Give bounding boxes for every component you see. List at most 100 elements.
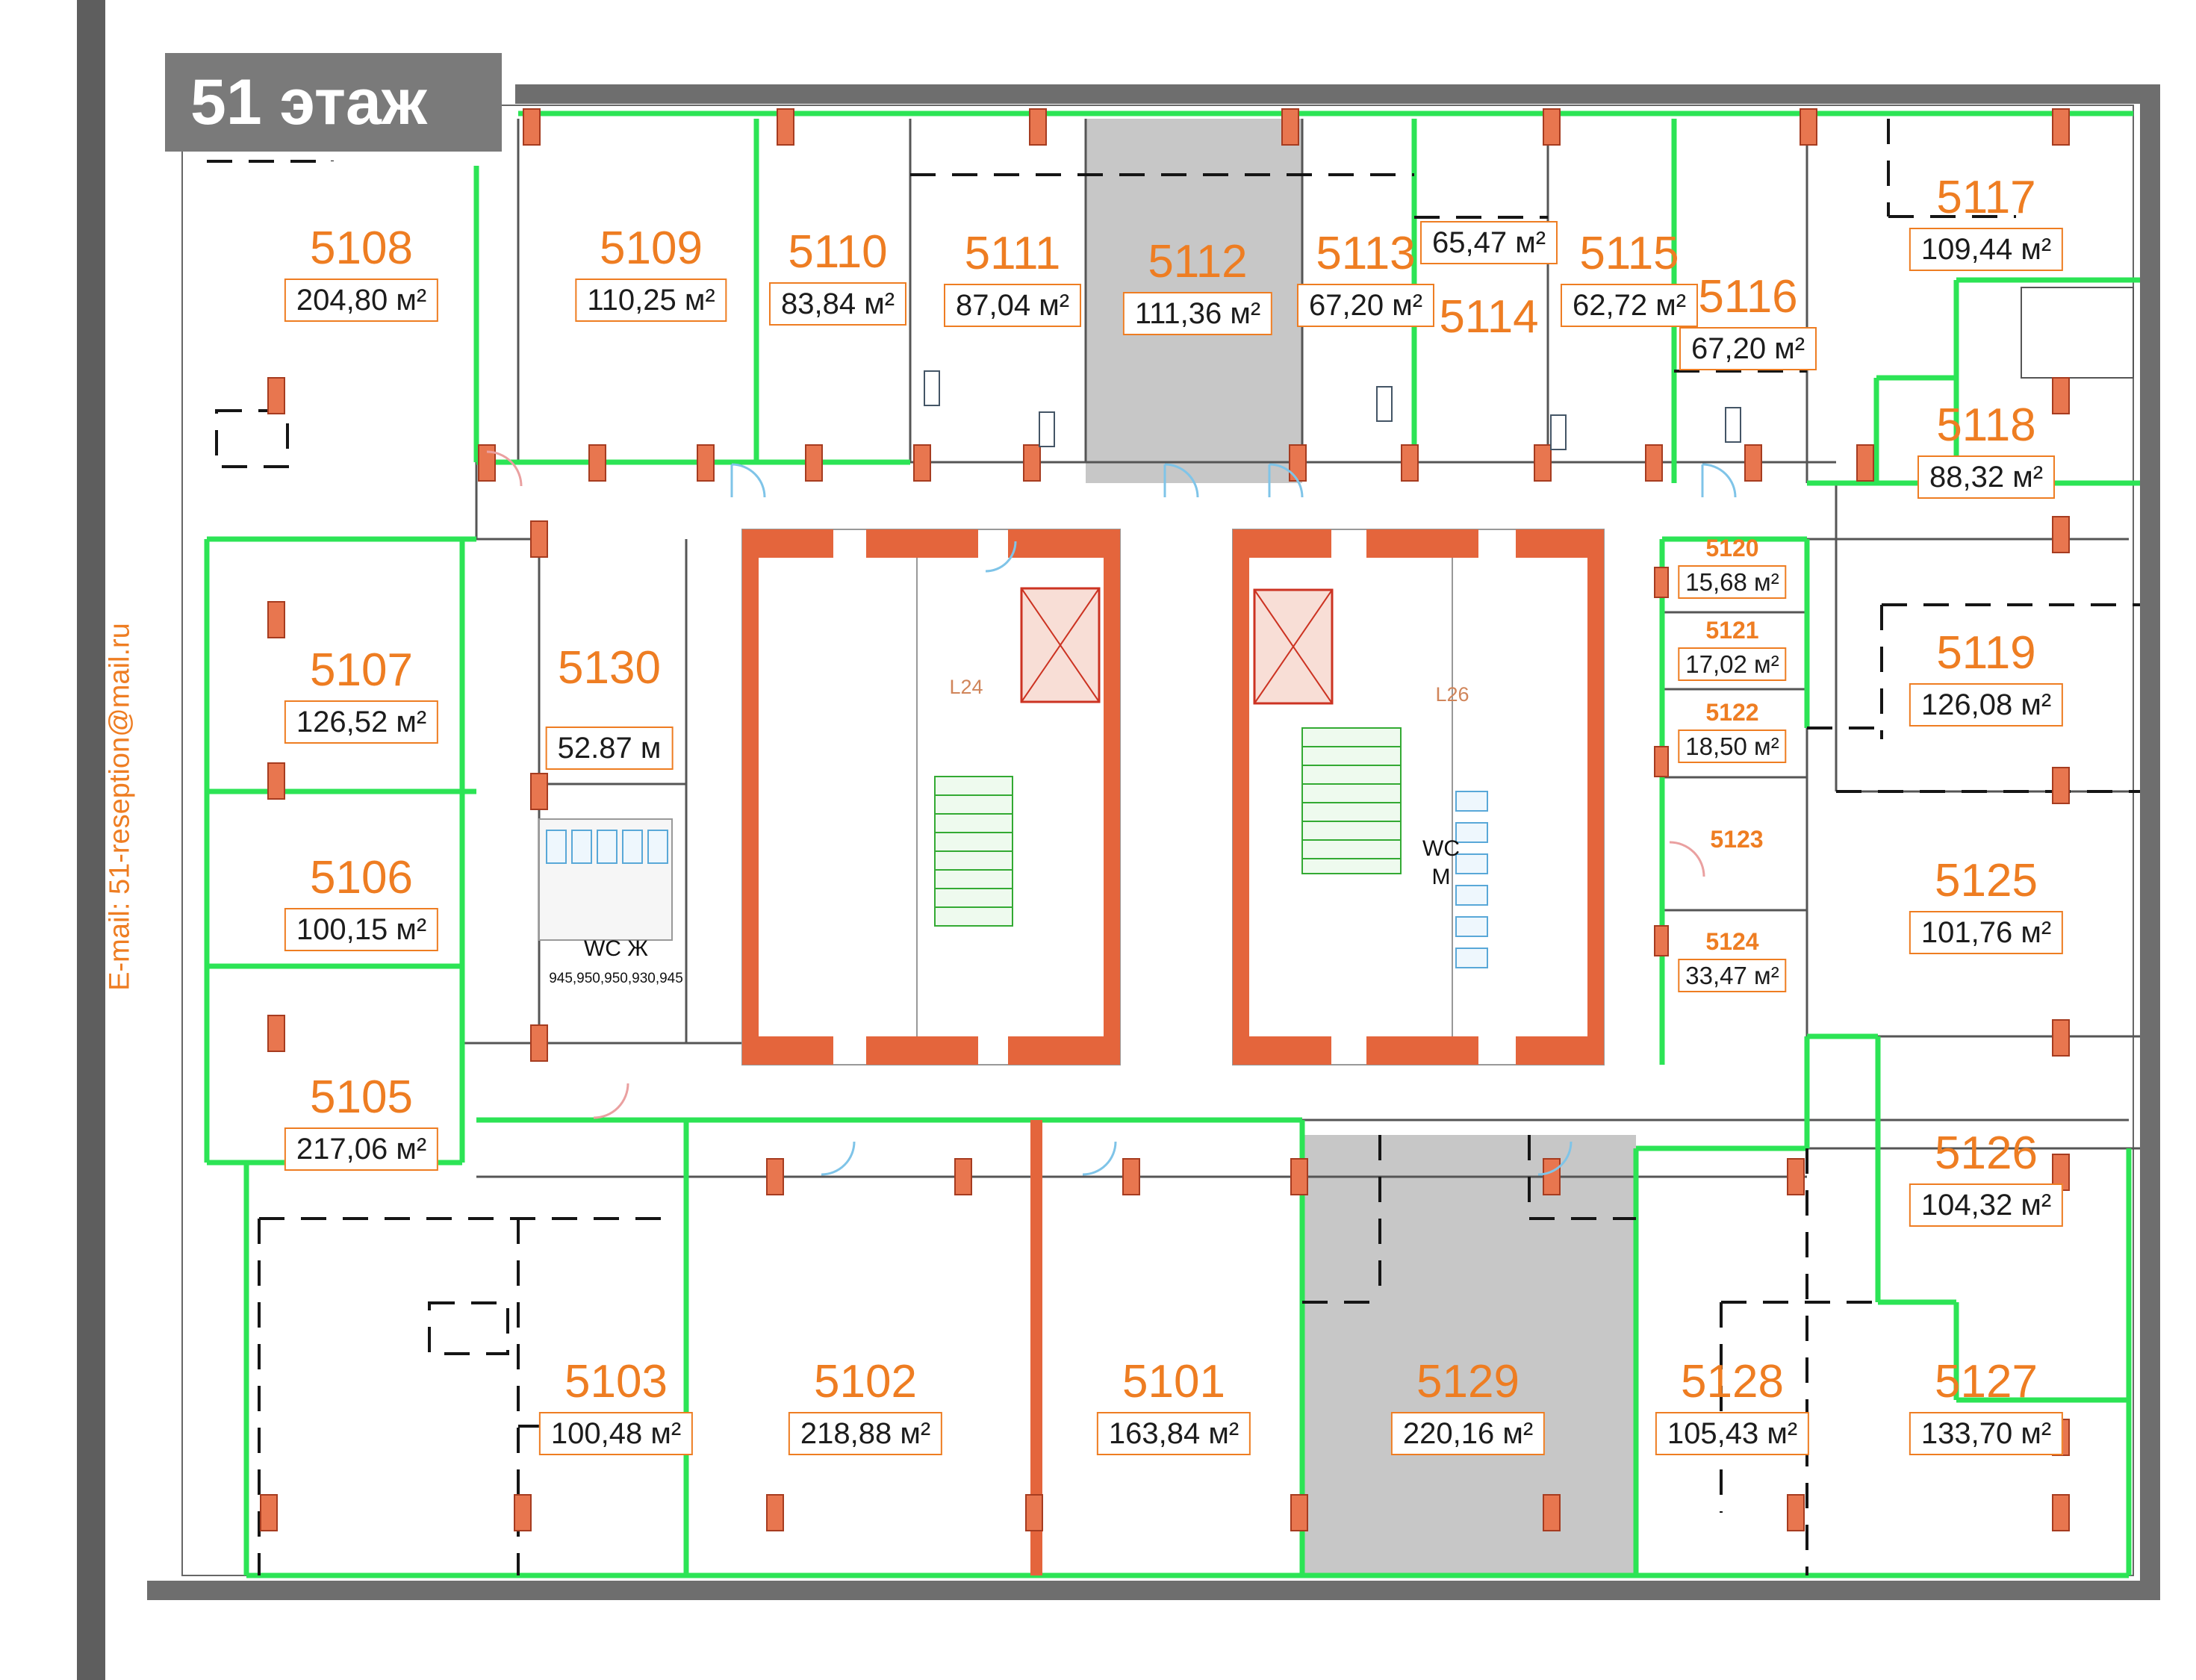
unit-number: 5117 (1936, 172, 2036, 223)
floor-title: 51 этаж (165, 53, 502, 152)
unit-label-5129: 5129 220,16 м² (1390, 1356, 1546, 1456)
unit-number: 5101 (1122, 1356, 1225, 1407)
unit-label-5101: 5101 163,84 м² (1096, 1356, 1251, 1456)
unit-label-5109: 5109 110,25 м² (575, 223, 727, 323)
unit-area: 52.87 м (545, 727, 674, 771)
unit-number: 5115 (1579, 228, 1679, 279)
floor-title-text: 51 этаж (190, 66, 427, 138)
unit-number: 5128 (1681, 1356, 1784, 1407)
wc-men-fixtures (1455, 791, 1488, 968)
unit-number: 5118 (1936, 399, 2036, 451)
unit-number: 5108 (310, 223, 413, 274)
unit-area: 100,15 м² (284, 908, 439, 952)
unit-label-5112: 5112 111,36 м² (1122, 236, 1273, 336)
unit-label-5119: 5119 126,08 м² (1909, 627, 2064, 727)
unit-label-5121: 5121 17,02 м² (1678, 617, 1787, 682)
unit-number: 5124 (1705, 928, 1759, 955)
unit-area: 105,43 м² (1655, 1412, 1810, 1456)
core-right (1232, 529, 1605, 1065)
unit-area: 109,44 м² (1909, 228, 2064, 272)
frame-bars (147, 84, 2160, 1600)
unit-area: 204,80 м² (284, 279, 439, 323)
unit-label-5116: 5116 67,20 м² (1679, 271, 1817, 371)
unit-label-5110: 5110 83,84 м² (768, 228, 907, 326)
unit-label-5113: 5113 67,20 м² (1296, 228, 1435, 328)
unit-area: 111,36 м² (1122, 292, 1273, 336)
unit-number: 5123 (1710, 826, 1764, 853)
unit-label-5108: 5108 204,80 м² (284, 223, 439, 323)
unit-number: 5122 (1705, 699, 1759, 726)
unit-area: 126,08 м² (1909, 683, 2064, 727)
unit-label-5123: 5123 (1710, 827, 1763, 853)
wc-women-fixtures (538, 818, 673, 941)
unit-label-5128: 5128 105,43 м² (1655, 1356, 1810, 1456)
unit-number: 5126 (1935, 1127, 2038, 1179)
unit-number: 5127 (1935, 1356, 2038, 1407)
unit-label-5107: 5107 126,52 м² (284, 644, 439, 744)
unit-label-5124: 5124 33,47 м² (1678, 928, 1787, 993)
unit-number: 5121 (1705, 617, 1759, 644)
unit-area: 33,47 м² (1678, 958, 1787, 993)
structural-columns (260, 108, 2070, 1531)
unit-number: 5113 (1316, 228, 1416, 279)
unit-number: 5119 (1936, 627, 2036, 679)
unit-area: 83,84 м² (768, 282, 907, 326)
unit-label-5115: 5115 62,72 м² (1560, 228, 1699, 328)
unit-number: 5107 (310, 644, 413, 696)
unit-label-5120: 5120 15,68 м² (1678, 535, 1787, 600)
unit-number: 5125 (1935, 855, 2038, 906)
unit-number: 5116 (1698, 271, 1798, 323)
unit-number: 5111 (964, 228, 1061, 279)
vent-rects (924, 370, 1741, 450)
unit-label-5111: 5111 87,04 м² (943, 228, 1082, 328)
unit-area: 100,48 м² (538, 1412, 694, 1456)
unit-area: 67,20 м² (1296, 284, 1435, 328)
unit-number: 5129 (1416, 1356, 1520, 1407)
unit-area: 87,04 м² (943, 284, 1082, 328)
unit-area: 18,50 м² (1678, 729, 1787, 764)
unit-label-5117: 5117 109,44 м² (1909, 172, 2064, 272)
unit-area: 163,84 м² (1096, 1412, 1251, 1456)
unit-area: 67,20 м² (1679, 327, 1817, 371)
unit-label-5118: 5118 88,32 м² (1917, 399, 2056, 500)
unit-label-5127: 5127 133,70 м² (1909, 1356, 2064, 1456)
unit-label-5130: 5130 52.87 м (545, 642, 674, 771)
unit-area: 17,02 м² (1678, 647, 1787, 682)
orange-dividing-wall (1030, 1120, 1042, 1575)
unit-label-5125: 5125 101,76 м² (1909, 855, 2064, 955)
unit-area: 15,68 м² (1678, 564, 1787, 600)
unit-number: 5130 (558, 642, 661, 694)
unit-area: 220,16 м² (1390, 1412, 1546, 1456)
unit-label-5102: 5102 218,88 м² (788, 1356, 943, 1456)
unit-area: 104,32 м² (1909, 1183, 2064, 1228)
unit-area: 62,72 м² (1560, 284, 1699, 328)
lift-label-right: L26 (1435, 683, 1469, 706)
wc-women-label: WC Ж (583, 936, 649, 961)
unit-area: 126,52 м² (284, 700, 439, 744)
lift-label-left: L24 (949, 676, 983, 698)
unit-number: 5105 (310, 1071, 413, 1123)
dashed-partition-lines (207, 119, 2140, 1575)
unit-label-5126: 5126 104,32 м² (1909, 1127, 2064, 1228)
core-left (741, 529, 1121, 1065)
unit-number: 5103 (564, 1356, 668, 1407)
unit-label-5114: 65,47 м² 5114 (1419, 221, 1558, 343)
left-frame-bar (77, 0, 105, 1680)
unit-number: 5106 (310, 852, 413, 903)
unit-area: 88,32 м² (1917, 455, 2056, 500)
unit-label-5105: 5105 217,06 м² (284, 1071, 439, 1172)
unit-area: 101,76 м² (1909, 911, 2064, 955)
unit-number: 5102 (814, 1356, 917, 1407)
unit-number: 5112 (1148, 236, 1248, 287)
unit-number: 5120 (1705, 535, 1759, 561)
wc-women-dims: 945,950,950,930,945 (549, 971, 683, 986)
email-text: E-mail: 51-reseption@mail.ru (104, 623, 136, 991)
unit-label-5106: 5106 100,15 м² (284, 852, 439, 952)
unit-label-5122: 5122 18,50 м² (1678, 699, 1787, 764)
unit-label-5103: 5103 100,48 м² (538, 1356, 694, 1456)
door-arcs (486, 450, 1737, 1176)
unit-number: 5109 (600, 223, 703, 274)
unit-number: 5114 (1439, 291, 1539, 343)
unit-area: 110,25 м² (575, 279, 727, 323)
